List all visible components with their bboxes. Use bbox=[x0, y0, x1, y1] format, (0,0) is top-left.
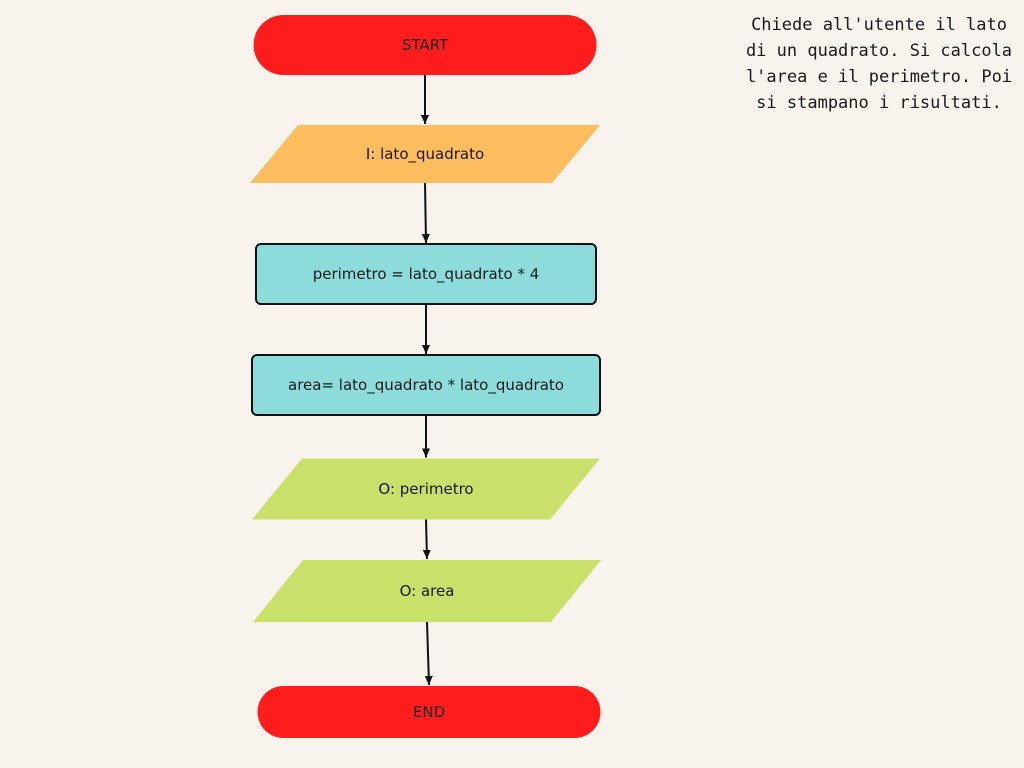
terminal-shape bbox=[257, 686, 601, 738]
node-label: START bbox=[402, 36, 449, 54]
node-output-perimetro: O: perimetro bbox=[252, 458, 600, 520]
node-label: area= lato_quadrato * lato_quadrato bbox=[288, 376, 564, 395]
arrow-output-area-to-end bbox=[424, 621, 433, 686]
arrow-input-lato-to-calc-perimetro bbox=[421, 182, 430, 244]
node-calc-area: area= lato_quadrato * lato_quadrato bbox=[251, 354, 601, 416]
edges-layer bbox=[421, 75, 433, 686]
node-label: perimetro = lato_quadrato * 4 bbox=[313, 265, 540, 284]
node-start: START bbox=[253, 15, 597, 75]
node-label: O: perimetro bbox=[378, 480, 473, 498]
terminal-shape bbox=[253, 15, 597, 75]
node-label: END bbox=[413, 703, 445, 721]
node-input-lato: I: lato_quadrato bbox=[250, 125, 600, 183]
node-label: I: lato_quadrato bbox=[366, 145, 484, 164]
arrow-output-perimetro-to-output-area bbox=[422, 519, 431, 560]
node-end: END bbox=[257, 686, 601, 738]
process-shape bbox=[255, 243, 597, 305]
node-label: O: area bbox=[400, 582, 455, 600]
output-shape bbox=[253, 560, 601, 622]
nodes-layer: START I: lato_quadrato perimetro = lato_qu… bbox=[250, 15, 601, 738]
output-shape bbox=[252, 458, 600, 520]
description-text: Chiede all'utente il lato di un quadrato… bbox=[745, 15, 1013, 113]
process-shape bbox=[251, 354, 601, 416]
node-calc-perimetro: perimetro = lato_quadrato * 4 bbox=[255, 243, 597, 305]
node-output-area: O: area bbox=[253, 560, 601, 622]
input-shape bbox=[250, 125, 600, 183]
